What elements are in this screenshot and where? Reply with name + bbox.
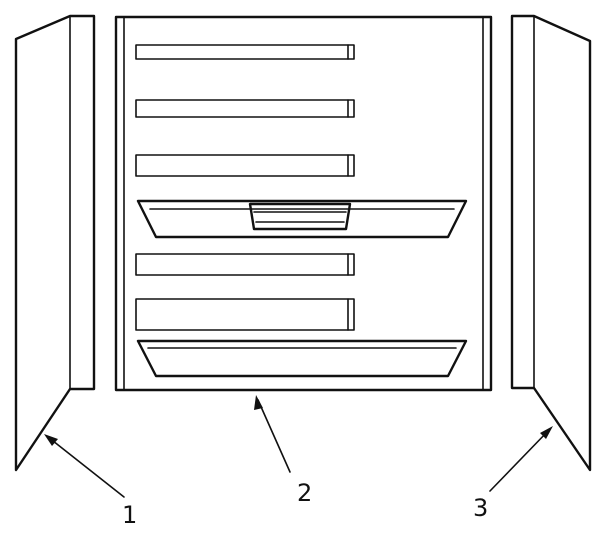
lower-crisper-drawer — [136, 339, 468, 378]
callout-label-2: 2 — [297, 479, 312, 507]
shelf-rail — [135, 44, 355, 60]
right-side-liner — [510, 14, 592, 472]
upper-crisper-drawer — [136, 199, 468, 239]
callout-label-3: 3 — [473, 494, 488, 522]
shelf-rail — [135, 253, 355, 276]
callout-label-1: 1 — [122, 501, 137, 529]
leader-line-1 — [44, 434, 125, 498]
leader-line-3 — [489, 426, 553, 492]
leader-line-2 — [254, 395, 291, 473]
center-back-liner — [114, 15, 493, 392]
left-side-liner — [14, 14, 96, 472]
shelf-rail — [135, 298, 355, 331]
shelf-rail — [135, 99, 355, 118]
shelf-rail — [135, 154, 355, 177]
